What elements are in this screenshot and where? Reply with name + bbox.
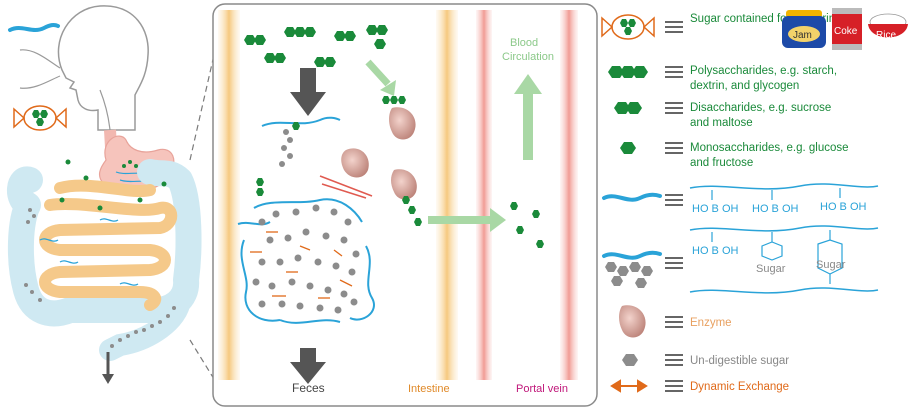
intestine-label: Intestine	[408, 383, 450, 395]
svg-text:Dynamic Exchange: Dynamic Exchange	[690, 381, 789, 393]
svg-text:Enzyme: Enzyme	[690, 317, 732, 329]
svg-text:HO B OH: HO B OH	[692, 245, 739, 257]
candy-icon-left	[13, 105, 67, 131]
monosaccharide-icon	[620, 142, 636, 154]
svg-text:Coke: Coke	[834, 26, 858, 37]
undigestible-sugar-icon	[622, 354, 638, 366]
rice-bowl-icon: Rice	[868, 13, 908, 41]
enzyme-icon	[619, 305, 646, 338]
intestine-wall	[436, 10, 458, 380]
bound-polymer-icon	[602, 250, 662, 260]
undigestible-sugar-beads	[252, 204, 360, 314]
exchange-arrows	[250, 231, 353, 299]
human-body-illustration	[7, 5, 202, 384]
polymer-strand-icon	[602, 192, 662, 202]
svg-text:Sugar: Sugar	[816, 259, 846, 271]
polysaccharide-icon	[608, 66, 648, 78]
candy-icon-legend	[601, 14, 655, 40]
down-arrow-top	[290, 68, 326, 116]
portal-vein-label: Portal vein	[516, 383, 568, 395]
enzyme-shapes	[341, 107, 417, 200]
svg-text:HO B OH: HO B OH	[752, 203, 799, 215]
legend: Sugar contained food or drink Jam Coke R…	[601, 8, 908, 393]
svg-text:Jam: Jam	[793, 30, 812, 41]
down-arrow-bottom	[290, 348, 326, 384]
svg-text:Sugar: Sugar	[756, 263, 786, 275]
small-intestine	[39, 179, 178, 311]
jam-jar-icon: Jam	[782, 10, 826, 48]
coke-can-icon: Coke	[832, 8, 862, 50]
svg-text:Disaccharides, e.g. sucrose: Disaccharides, e.g. sucrose	[690, 102, 831, 114]
svg-text:dextrin, and glycogen: dextrin, and glycogen	[690, 80, 799, 92]
polysaccharide-cluster	[244, 25, 388, 67]
sugar-network	[237, 198, 375, 324]
svg-text:Rice: Rice	[876, 30, 896, 41]
boronic-acid-groups: HO B OH HO B OH HO B OH	[692, 188, 867, 215]
svg-text:Polysaccharides, e.g. starch,: Polysaccharides, e.g. starch,	[690, 65, 837, 77]
svg-text:Monosaccharides, e.g. glucose: Monosaccharides, e.g. glucose	[690, 142, 849, 154]
svg-text:HO B OH: HO B OH	[820, 201, 867, 213]
leader-line-top	[189, 19, 223, 161]
portal-vein-wall-left	[476, 10, 492, 380]
portal-vein-wall-right	[560, 10, 578, 380]
digestion-panel: Blood Circulation Feces Intestine Portal…	[212, 3, 598, 407]
svg-text:HO B OH: HO B OH	[692, 203, 739, 215]
input-blue-strand	[8, 22, 60, 32]
equals-sign	[665, 21, 683, 33]
blood-label-2: Circulation	[502, 51, 554, 63]
svg-text:and maltose: and maltose	[690, 117, 753, 129]
dynamic-exchange-icon	[610, 379, 648, 393]
disaccharide-icon	[614, 102, 642, 114]
feces-label: Feces	[292, 381, 325, 395]
svg-text:Un-digestible sugar: Un-digestible sugar	[690, 355, 789, 367]
svg-text:and fructose: and fructose	[690, 157, 753, 169]
blood-label-1: Blood	[510, 37, 538, 49]
head-outline	[57, 5, 149, 131]
